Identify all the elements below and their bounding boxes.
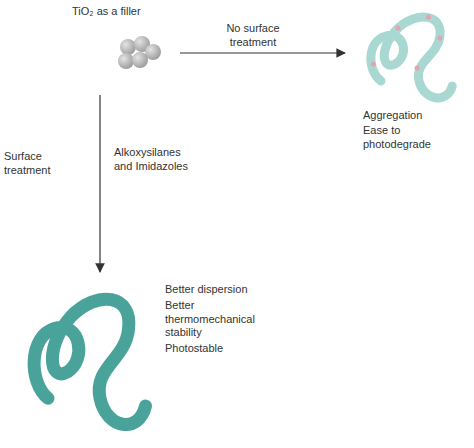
- filler-node: TiO₂ as a filler: [60, 2, 180, 92]
- node-text: Photostable: [165, 342, 265, 356]
- node-text: Ease to photodegrade: [363, 124, 469, 152]
- tio2-particles: [118, 36, 161, 69]
- treated-result: Better dispersionBetter thermomechanical…: [20, 275, 470, 443]
- edge-label: Surface treatment: [4, 150, 60, 178]
- edge-label: No surface treatment: [212, 22, 294, 50]
- aggregated-polymer: [371, 14, 452, 98]
- treatment-agent-label: Alkoxysilanes and Imidazoles: [114, 146, 194, 174]
- process-arrow: [180, 52, 345, 53]
- node-text: Aggregation: [363, 109, 469, 123]
- node-text: TiO₂ as a filler: [72, 5, 176, 19]
- node-text: Better dispersion: [165, 283, 265, 297]
- untreated-result: AggregationEase to photodegrade: [345, 5, 472, 154]
- node-text: Better thermomechanical stability: [165, 299, 265, 340]
- process-arrow: [99, 95, 100, 272]
- dispersed-polymer: [34, 299, 145, 424]
